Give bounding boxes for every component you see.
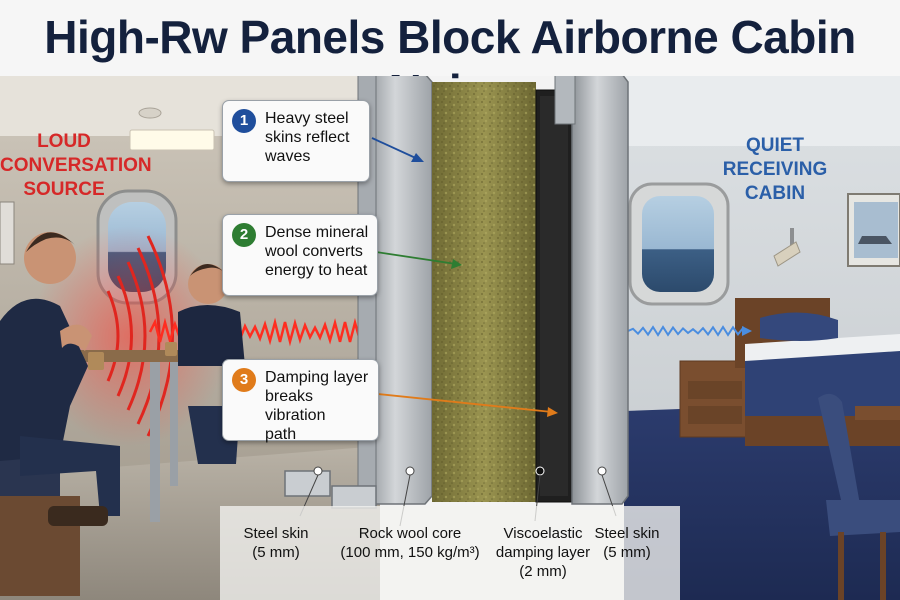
mug-icon xyxy=(88,352,104,370)
callout-arrow xyxy=(371,137,424,162)
badge-3: 3 xyxy=(232,368,256,392)
leader-dot xyxy=(535,466,545,476)
scene-illustration xyxy=(0,76,900,600)
receiver-label-line: QUIET xyxy=(745,135,805,156)
callout-steel-skins: 1 Heavy steel skins reflect waves xyxy=(222,100,370,182)
callout-mineral-wool: 2 Dense mineral wool converts energy to … xyxy=(222,214,378,296)
badge-1: 1 xyxy=(232,109,256,133)
label-backdrop xyxy=(220,506,680,600)
desk xyxy=(855,406,900,420)
picture-icon xyxy=(0,201,15,265)
source-label: LOUD CONVERSATION SOURCE xyxy=(0,130,152,202)
callout-line: wool converts xyxy=(265,243,363,260)
layer-label-line: (2 mm) xyxy=(519,563,567,580)
leader-dot xyxy=(313,466,323,476)
layer-label-line: damping layer xyxy=(495,544,591,561)
layer-label-line: (5 mm) xyxy=(252,544,300,561)
receiver-label-line: CABIN xyxy=(744,183,806,204)
ceiling-light xyxy=(129,129,215,151)
callout-line: Dense mineral xyxy=(265,224,369,241)
sound-wave-line xyxy=(627,325,752,337)
scene: LOUD CONVERSATION SOURCE QUIET RECEIVING… xyxy=(0,76,900,600)
source-label-line: LOUD xyxy=(37,131,91,152)
leader-dot xyxy=(405,466,415,476)
layer-label-steel-right: Steel skin (5 mm) xyxy=(582,524,672,562)
layer-label-line: (100 mm, 150 kg/m³) xyxy=(340,544,480,561)
right-room-ceiling xyxy=(624,76,900,146)
ceiling-vent xyxy=(138,107,162,119)
layer-label-line: (5 mm) xyxy=(603,544,651,561)
layer-label-rock-wool: Rock wool core (100 mm, 150 kg/m³) xyxy=(330,524,490,562)
callout-line: waves xyxy=(265,148,311,165)
person-icon xyxy=(0,232,120,526)
callout-arrow xyxy=(375,251,462,269)
callout-line: energy to heat xyxy=(265,262,368,279)
callout-arrow xyxy=(377,393,558,417)
lamp-icon xyxy=(773,228,801,267)
callout-damping-layer: 3 Damping layer breaks vibration path xyxy=(222,359,379,443)
leader-dot xyxy=(597,466,607,476)
chair-icon xyxy=(818,393,900,600)
callout-line: Damping layer xyxy=(265,369,369,386)
mug-icon xyxy=(165,342,177,356)
layer-label-line: Steel skin xyxy=(594,525,660,542)
callout-line: skins reflect xyxy=(265,129,350,146)
steel-skin-right xyxy=(571,76,629,505)
source-label-line: SOURCE xyxy=(23,179,105,200)
callout-line: breaks vibration xyxy=(265,388,326,424)
layer-label-steel-left: Steel skin (5 mm) xyxy=(226,524,326,562)
layer-label-line: Viscoelastic xyxy=(503,525,583,542)
callout-line: path xyxy=(265,426,297,443)
source-label-line: CONVERSATION xyxy=(0,155,152,176)
title-bar: High-Rw Panels Block Airborne Cabin Nois… xyxy=(0,0,900,117)
layer-label-damping: Viscoelastic damping layer (2 mm) xyxy=(488,524,598,581)
badge-2: 2 xyxy=(232,223,256,247)
layer-label-line: Rock wool core xyxy=(358,525,462,542)
layer-label-line: Steel skin xyxy=(243,525,309,542)
receiver-label-line: RECEIVING xyxy=(722,159,828,180)
callout-line: Heavy steel xyxy=(265,110,349,127)
receiver-label: QUIET RECEIVING CABIN xyxy=(720,134,830,206)
